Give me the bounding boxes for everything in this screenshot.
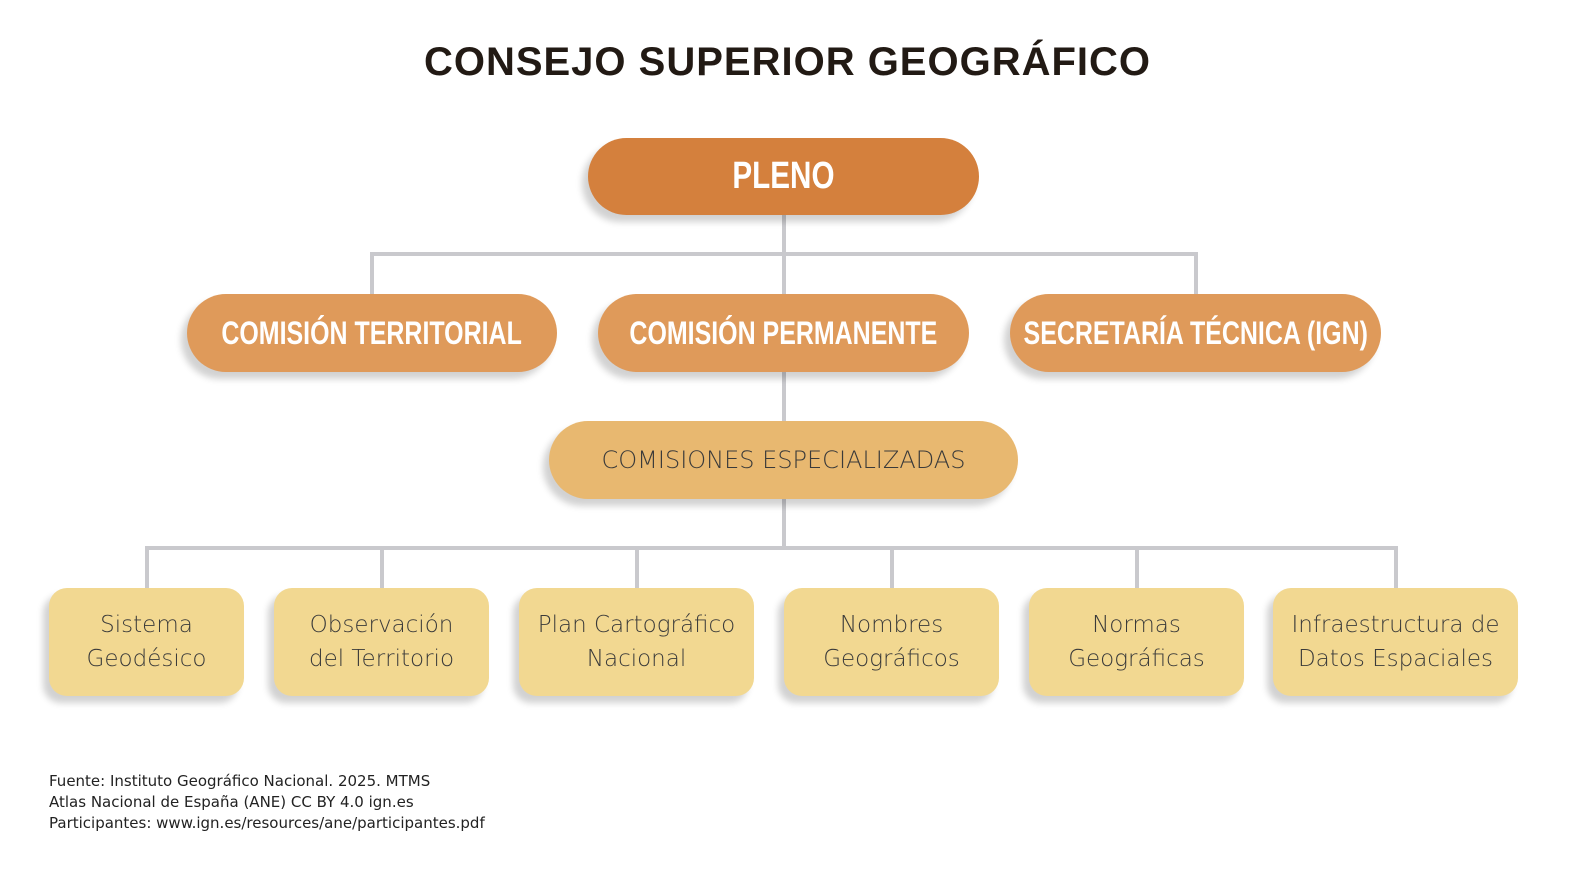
connector [635,546,639,589]
footer-participants: Participantes: www.ign.es/resources/ane/… [49,814,485,832]
node-label: PLENO [732,155,835,197]
footer-source: Fuente: Instituto Geográfico Nacional. 2… [49,772,431,790]
node-label: SECRETARÍA TÉCNICA (IGN) [1023,314,1368,351]
node-infraestructura-datos: Infraestructura de Datos Espaciales [1273,588,1518,696]
connector [890,546,894,589]
connector [380,546,384,589]
node-comisiones-especializadas: COMISIONES ESPECIALIZADAS [549,421,1018,499]
node-label-line: Geográficos [823,646,960,672]
connector [782,370,786,422]
node-label-line: Nacional [586,646,687,672]
connector [782,497,786,549]
node-label-line: Sistema [100,612,193,638]
node-comision-permanente: COMISIÓN PERMANENTE [598,294,969,372]
node-observacion-territorio: Observación del Territorio [274,588,489,696]
node-comision-territorial: COMISIÓN TERRITORIAL [187,294,557,372]
node-label-line: Plan Cartográfico [537,612,736,638]
node-secretaria-tecnica: SECRETARÍA TÉCNICA (IGN) [1010,294,1381,372]
node-label-line: Geográficas [1068,646,1205,672]
node-label: COMISIONES ESPECIALIZADAS [601,446,966,474]
connector [1135,546,1139,589]
node-label: COMISIÓN TERRITORIAL [221,314,523,351]
connector [145,546,1398,550]
source-footer: Fuente: Instituto Geográfico Nacional. 2… [49,771,485,834]
chart-title: CONSEJO SUPERIOR GEOGRÁFICO [423,40,1152,84]
node-label-line: Observación [309,612,454,638]
node-pleno: PLENO [588,138,979,215]
node-label: COMISIÓN PERMANENTE [629,314,938,351]
connector [1394,546,1398,589]
node-label-line: Infraestructura de [1291,612,1500,638]
connector [1194,252,1198,295]
connector [370,252,1198,256]
node-label-line: Geodésico [86,646,207,672]
connector [145,546,149,589]
node-label-line: del Territorio [308,646,455,672]
node-label-line: Datos Espaciales [1297,646,1494,672]
node-label-line: Nombres [839,612,944,638]
footer-license: Atlas Nacional de España (ANE) CC BY 4.0… [49,793,414,811]
connector [370,252,374,295]
node-label-line: Normas [1092,612,1181,638]
